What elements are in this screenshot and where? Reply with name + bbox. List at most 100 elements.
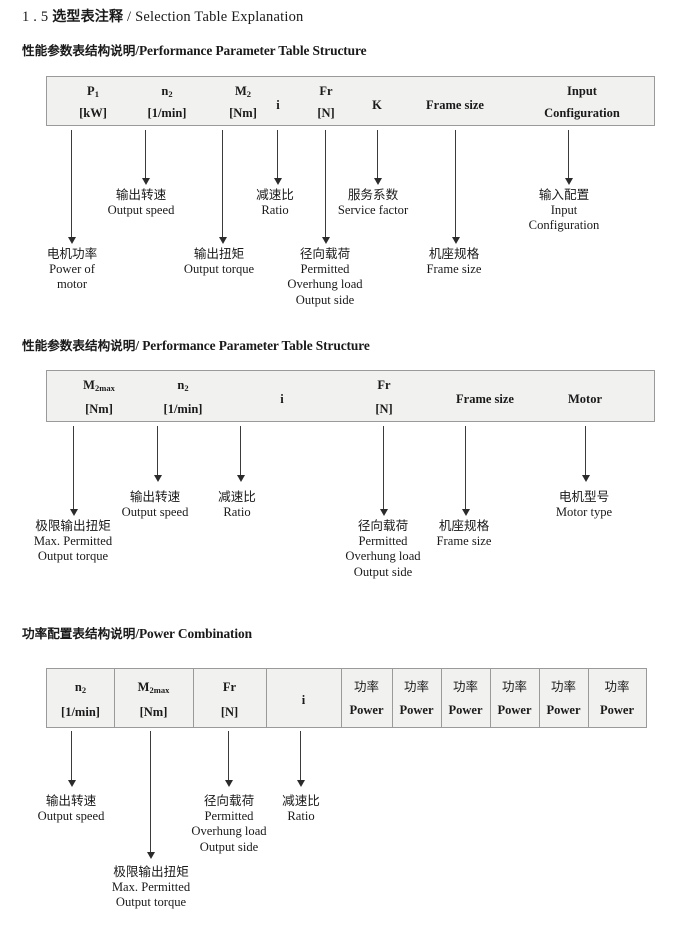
table2-col-frame-size: Frame size [435,393,535,406]
note-output-torque-cn: 输出扭矩 [193,246,245,261]
note-permitted-overhung-load-3-en2: Overhung load [191,824,267,839]
page-title-number: 1 . 5 [22,9,49,25]
table3-col-fr-line1: Fr [222,680,237,694]
note-input-configuration-cn: 输入配置 [538,187,590,202]
arrow-to-motor-type [581,426,590,482]
note-service-factor-en1: Service factor [337,202,409,217]
table3-col-power-1-cn: 功率 [353,679,379,694]
section-heading-2-sep: / [135,338,139,353]
note-motor-type-cn: 电机型号 [558,489,610,504]
section-heading-1-sep: / [135,43,139,58]
arrow-to-ratio [273,130,282,185]
table2-col-fr-line1: Fr [377,378,391,392]
note-power-of-motor-cn: 电机功率 [46,246,98,261]
table3-col-power-3-cn: 功率 [452,679,478,694]
note-permitted-overhung-load-3-cn: 径向载荷 [203,793,255,808]
table2-col-i-line1: i [280,392,284,406]
page-title-en: Selection Table Explanation [135,9,304,25]
performance-parameter-table-2: M2max [Nm] n2 [1/min] i Fr [N] Frame siz… [46,370,655,422]
table1-col-m2-line1: M2 [234,84,252,99]
table3-col-n2-line1: n2 [74,680,87,695]
table3-divider-4 [341,669,342,727]
table3-col-power-6-cn: 功率 [604,679,630,694]
section-heading-1-cn: 性能参数表结构说明 [22,43,136,58]
section-heading-3: 功率配置表结构说明/Power Combination [22,623,252,642]
note-max-permitted-output-torque-3-en2: Output torque [115,895,187,910]
note-output-speed-en1: Output speed [107,202,175,217]
table3-col-power-6: 功率 Power [588,679,646,717]
section-heading-2: 性能参数表结构说明/ Performance Parameter Table S… [22,335,370,354]
note-ratio: 减速比 Ratio [240,187,310,218]
note-output-speed-cn: 输出转速 [115,187,167,202]
table3-col-n2-line2: [1/min] [61,704,100,719]
arrow-to-max-permitted-output-torque-3 [146,731,155,859]
table1-col-input-configuration-line2: Configuration [544,105,620,120]
note-service-factor-cn: 服务系数 [347,187,399,202]
note-permitted-overhung-load-en2: Overhung load [287,277,363,292]
note-output-speed-3: 输出转速 Output speed [26,793,116,824]
table2-col-i: i [262,393,302,406]
table1-col-n2-line2: [1/min] [147,105,187,120]
table3-col-i-line1: i [301,693,306,707]
table3-col-power-4: 功率 Power [490,680,539,717]
table1-col-i-line1: i [276,98,280,112]
arrow-to-input-configuration [564,130,573,185]
table2-col-fr: Fr [N] [353,379,415,415]
table2-col-m2max: M2max [Nm] [55,379,143,415]
table3-divider-2 [193,669,194,727]
note-max-permitted-output-torque-cn: 极限输出扭矩 [35,518,111,533]
table3-col-power-2-cn: 功率 [403,679,429,694]
note-power-of-motor-en1: Power of [49,261,95,276]
table1-col-i: i [258,99,298,112]
note-permitted-overhung-load-2-cn: 径向载荷 [357,518,409,533]
table3-col-power-5-cn: 功率 [550,679,576,694]
note-ratio-2: 减速比 Ratio [202,489,272,520]
arrow-to-service-factor [373,130,382,185]
table3-col-power-4-en: Power [497,702,532,717]
table3-col-m2max-line1: M2max [137,680,170,695]
table3-col-fr-line2: [N] [220,704,239,719]
note-output-speed-3-cn: 输出转速 [45,793,97,808]
table2-col-m2max-line1: M2max [83,378,115,393]
section-heading-2-en: Performance Parameter Table Structure [142,338,370,353]
table3-col-power-1-en: Power [349,702,384,717]
table3-divider-3 [266,669,267,727]
note-ratio-en1: Ratio [261,202,289,217]
table2-col-motor: Motor [545,393,625,406]
table1-col-p1-line1: P1 [87,84,99,99]
note-permitted-overhung-load-cn: 径向载荷 [299,246,351,261]
arrow-to-permitted-overhung-load-3 [224,731,233,787]
table3-col-power-5: 功率 Power [539,679,588,716]
table2-col-motor-line1: Motor [567,392,602,406]
table3-col-power-3-en: Power [448,702,483,717]
note-motor-type-en1: Motor type [555,504,613,519]
table1-col-k-line1: K [372,98,382,112]
table1-col-fr: Fr [N] [296,85,356,119]
note-permitted-overhung-load: 径向载荷 Permitted Overhung load Output side [270,246,380,309]
table3-col-power-2: 功率 Power [392,679,441,716]
table1-col-k: K [357,99,397,112]
note-permitted-overhung-load-2-en2: Overhung load [345,549,421,564]
arrow-to-ratio-2 [236,426,245,482]
section-heading-3-cn: 功率配置表结构说明 [22,626,136,641]
table3-divider-8 [539,669,540,727]
note-max-permitted-output-torque-en2: Output torque [37,549,109,564]
table1-col-m2-line2: [Nm] [229,105,257,120]
page-title: 1 . 5 选型表注释 / Selection Table Explanatio… [22,6,304,26]
arrow-to-output-speed-2 [153,426,162,482]
note-frame-size-en1: Frame size [426,261,482,276]
note-frame-size-2-cn: 机座规格 [438,518,490,533]
table3-col-power-3: 功率 Power [441,679,490,717]
note-permitted-overhung-load-2: 径向载荷 Permitted Overhung load Output side [328,518,438,581]
table3-col-power-6-en: Power [599,702,634,717]
note-max-permitted-output-torque-3-en1: Max. Permitted [111,879,191,894]
table2-col-fr-line2: [N] [375,401,393,416]
note-ratio-3-en1: Ratio [287,808,315,823]
section-heading-3-sep: / [135,626,139,641]
table1-col-m2: M2 [Nm] [203,85,283,119]
note-max-permitted-output-torque: 极限输出扭矩 Max. Permitted Output torque [18,518,128,565]
note-output-speed-2: 输出转速 Output speed [110,489,200,520]
arrow-to-ratio-3 [296,731,305,787]
note-max-permitted-output-torque-3: 极限输出扭矩 Max. Permitted Output torque [96,864,206,911]
table1-col-frame-size-line1: Frame size [426,98,484,112]
